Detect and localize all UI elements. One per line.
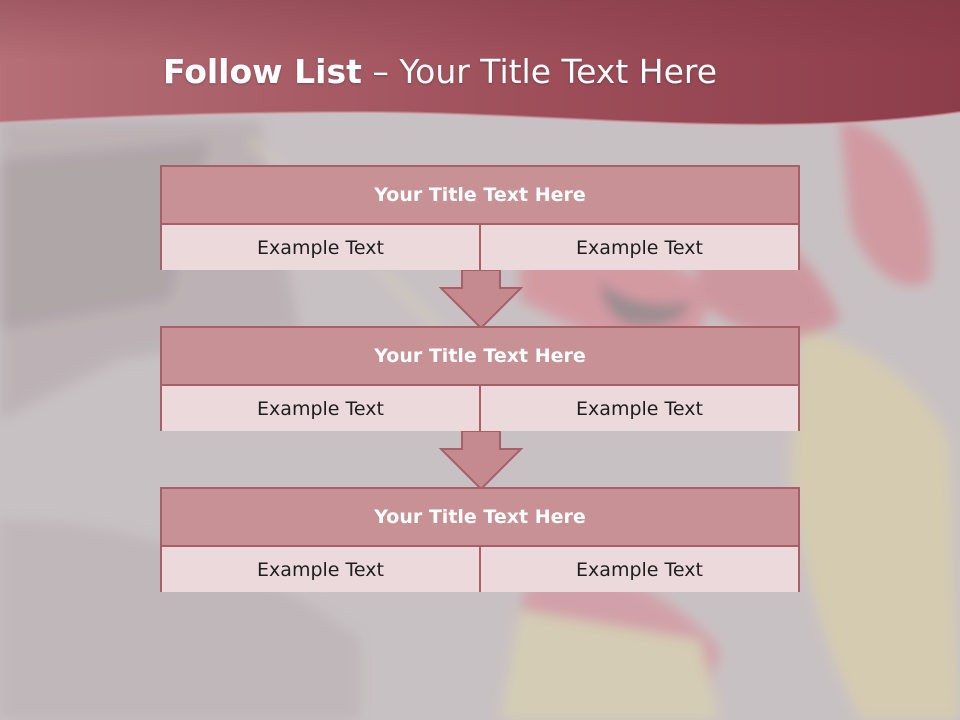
slide-title-bold: Follow List (162, 52, 362, 91)
block-cell-right: Example Text (479, 225, 798, 270)
list-block-3: Your Title Text Here Example Text Exampl… (160, 487, 800, 592)
block-row: Example Text Example Text (162, 386, 798, 431)
block-cell-right: Example Text (479, 547, 798, 592)
slide-title: Follow List – Your Title Text Here (0, 52, 920, 91)
down-arrow-icon (438, 270, 524, 330)
list-block-2: Your Title Text Here Example Text Exampl… (160, 326, 800, 431)
block-row: Example Text Example Text (162, 547, 798, 592)
block-cell-left: Example Text (162, 547, 479, 592)
list-block-1: Your Title Text Here Example Text Exampl… (160, 165, 800, 270)
block-title: Your Title Text Here (162, 489, 798, 547)
block-cell-left: Example Text (162, 225, 479, 270)
header-banner (0, 0, 960, 126)
slide-title-rest: – Your Title Text Here (361, 52, 718, 91)
block-title: Your Title Text Here (162, 167, 798, 225)
block-cell-left: Example Text (162, 386, 479, 431)
block-row: Example Text Example Text (162, 225, 798, 270)
down-arrow-icon (438, 431, 524, 491)
block-title: Your Title Text Here (162, 328, 798, 386)
block-cell-right: Example Text (479, 386, 798, 431)
